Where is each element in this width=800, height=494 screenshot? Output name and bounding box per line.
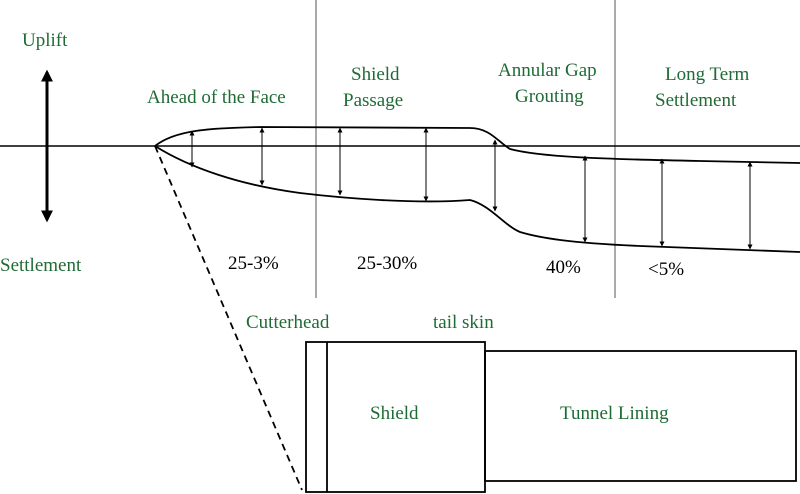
measurement-arrows [189, 127, 753, 250]
stage-percent-long-term: <5% [648, 259, 684, 280]
upper-profile-curve [154, 126, 800, 164]
stage-label-shield-passage-2: Passage [343, 90, 403, 111]
tail-skin-label: tail skin [433, 312, 494, 333]
shield-label: Shield [370, 403, 419, 424]
stage-label-annular-grouting-1: Annular Gap [498, 60, 597, 81]
settlement-label: Settlement [0, 255, 82, 276]
stage-label-shield-passage-1: Shield [351, 64, 400, 85]
stage-label-long-term-1: Long Term [665, 64, 750, 85]
projection-dashed-line [154, 145, 303, 491]
tunnel-lining-box [484, 350, 797, 482]
tunnel-lining-label: Tunnel Lining [560, 403, 669, 424]
lower-profile-curve [154, 145, 800, 253]
stage-percent-shield: 25-30% [357, 253, 417, 274]
stage-percent-ahead: 25-3% [228, 253, 279, 274]
cutterhead-label: Cutterhead [246, 312, 330, 333]
stage-label-long-term-2: Settlement [655, 90, 737, 111]
stage-label-annular-grouting-2: Grouting [515, 86, 584, 107]
stage-label-ahead-of-face: Ahead of the Face [147, 87, 286, 108]
uplift-label: Uplift [22, 30, 68, 51]
stage-percent-grouting: 40% [546, 257, 581, 278]
